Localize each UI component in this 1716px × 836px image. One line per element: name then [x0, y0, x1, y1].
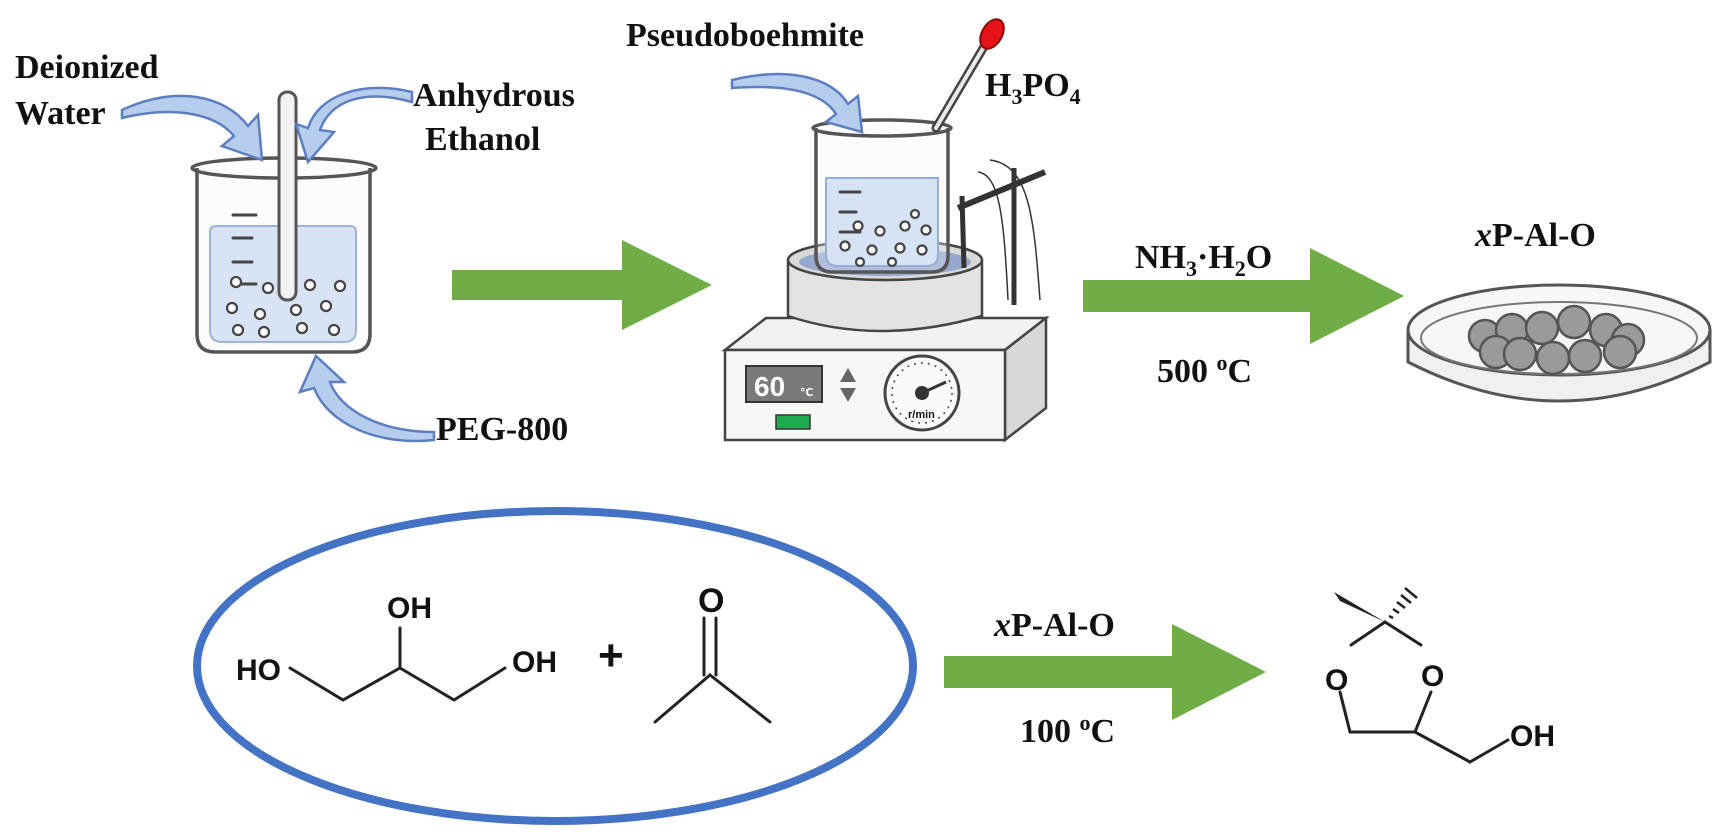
petri-dish-icon	[1406, 283, 1712, 403]
process-arrow-2	[1083, 248, 1404, 344]
label-product: xP-Al-O	[1474, 217, 1596, 254]
glycerol-oh-top: OH	[387, 592, 432, 625]
label-anhydrous: Anhydrous	[413, 77, 575, 114]
down-arrow-icon[interactable]	[840, 388, 856, 402]
label-peg: PEG-800	[436, 411, 568, 448]
hot-plate-icon: 60 ℃ r/min	[721, 159, 1050, 443]
peg-arrow	[297, 353, 436, 443]
stirring-rod-icon	[277, 90, 298, 302]
acetone-o: O	[698, 582, 724, 620]
acetone-structure	[653, 616, 772, 724]
sphere-icon	[1467, 304, 1646, 376]
label-calcination-temp: 500 oC	[1157, 350, 1252, 390]
speed-dial-icon[interactable]: r/min	[883, 354, 961, 432]
glycerol-oh-right: OH	[512, 646, 557, 679]
water-arrow	[120, 94, 264, 162]
reactants-ellipse	[193, 507, 917, 825]
plus-sign: +	[598, 631, 624, 680]
solketal-structure	[1334, 587, 1510, 764]
process-arrow-3	[944, 624, 1266, 720]
label-water: Water	[15, 95, 106, 132]
label-h3po4: H3PO4	[985, 67, 1081, 109]
temperature-display	[745, 365, 823, 403]
up-arrow-icon[interactable]	[840, 368, 856, 382]
label-deionized: Deionized	[15, 49, 159, 86]
display-value: 60	[754, 371, 785, 402]
dropper-icon	[931, 18, 1005, 133]
ethanol-arrow	[294, 86, 414, 165]
svg-text:r/min: r/min	[908, 409, 935, 421]
solketal-o-right: O	[1421, 660, 1444, 693]
label-reaction-temp: 100 oC	[1020, 710, 1115, 750]
label-ammonia: NH3·H2O	[1135, 239, 1272, 281]
solketal-o-left: O	[1325, 664, 1348, 697]
beaker-1	[190, 90, 378, 354]
power-led	[775, 414, 811, 430]
pseudoboehmite-arrow	[730, 72, 864, 134]
display-unit: ℃	[800, 387, 813, 399]
label-catalyst: xP-Al-O	[993, 607, 1115, 644]
process-arrow-1	[452, 240, 712, 330]
beaker-2	[811, 118, 953, 274]
solketal-oh: OH	[1510, 720, 1555, 753]
label-ethanol: Ethanol	[425, 121, 540, 158]
glycerol-structure	[288, 626, 507, 702]
glycerol-ho-left: HO	[236, 654, 281, 687]
label-pseudoboehmite: Pseudoboehmite	[626, 17, 864, 54]
